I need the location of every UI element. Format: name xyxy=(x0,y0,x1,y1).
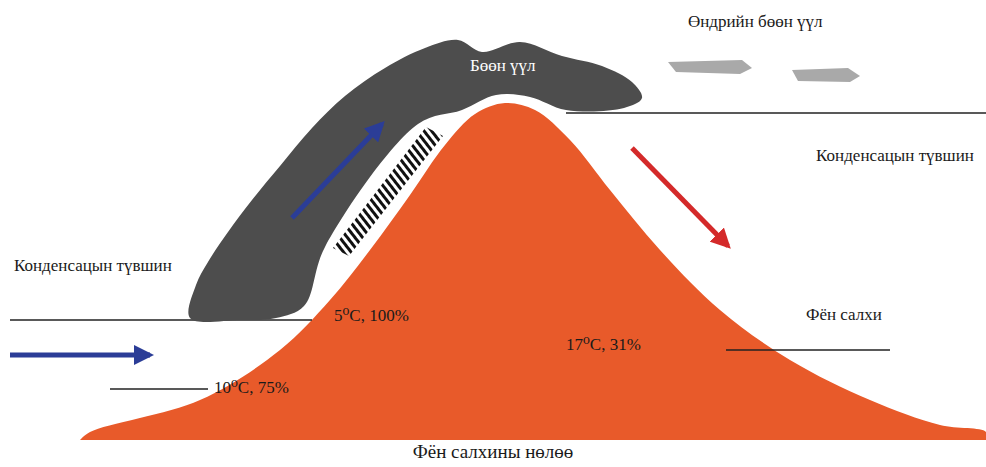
level-label: Конденсацын түвшин xyxy=(812,146,978,166)
foehn-arrow xyxy=(632,148,728,246)
cloud-shape xyxy=(180,30,660,330)
condensation-line xyxy=(566,112,986,113)
cloud: Бөөн үүл xyxy=(180,30,660,330)
level-label: Конденсацын түвшин xyxy=(14,256,174,276)
condensation-line xyxy=(10,319,312,320)
high-cloud xyxy=(668,60,752,74)
measurement: 5⁰C, 100% xyxy=(334,306,409,326)
rising-air-arrow xyxy=(292,124,382,218)
measurement: 10⁰C, 75% xyxy=(214,378,289,398)
high-cloud xyxy=(792,68,860,82)
cloud-label: Бөөн үүл xyxy=(470,56,536,76)
wind-label: Фён салхи xyxy=(806,305,882,325)
measurement: 17⁰C, 31% xyxy=(566,335,641,355)
leader-line xyxy=(110,388,208,389)
cloud-label: Өндрийн бөөн үүл xyxy=(688,12,823,32)
precipitation-hatching xyxy=(333,127,443,256)
caption: Фён салхины нөлөө xyxy=(0,441,986,464)
leader-line xyxy=(726,349,890,350)
cloud-body xyxy=(188,40,642,322)
wind-arrow xyxy=(10,353,150,358)
